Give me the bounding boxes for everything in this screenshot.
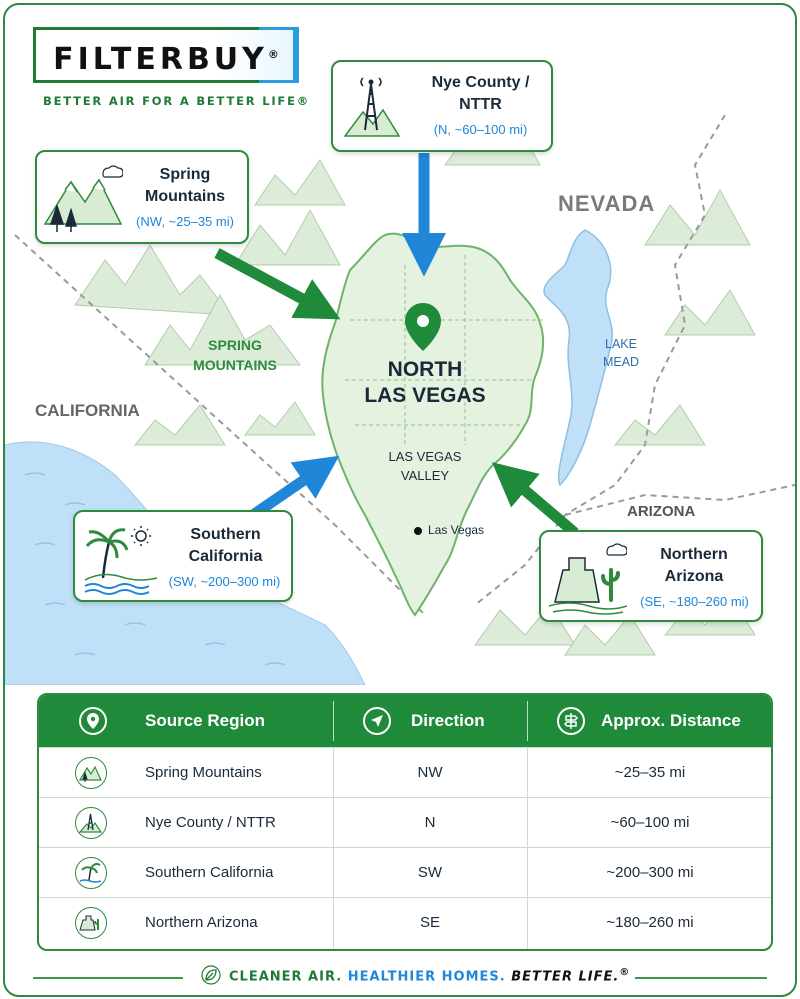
mountain-icon: [75, 757, 107, 789]
footer-reg: ®: [619, 967, 631, 978]
table-row: Spring Mountains NW ~25–35 mi: [39, 747, 771, 798]
row-distance: ~180–260 mi: [606, 914, 694, 931]
row-region: Southern California: [145, 864, 274, 881]
valley-region: [321, 232, 545, 617]
header-direction: Direction: [411, 711, 485, 730]
row-distance: ~200–300 mi: [606, 864, 694, 881]
row-direction: SW: [417, 864, 443, 881]
city-title-line2: LAS VEGAS: [364, 384, 486, 407]
palm-tree-icon: [75, 857, 107, 889]
row-direction: NW: [417, 764, 443, 781]
radio-tower-icon: [75, 807, 107, 839]
footer-slogan: CLEANER AIR. HEALTHIER HOMES. BETTER LIF…: [229, 967, 630, 984]
navigation-arrow-icon: [363, 707, 391, 735]
callout-spring-name-line1: Spring: [159, 166, 211, 183]
callout-arizona-name-line2: Arizona: [664, 568, 724, 585]
row-region: Nye County / NTTR: [145, 814, 276, 831]
callout-arizona-name-line1: Northern: [660, 546, 728, 563]
las-vegas-dot: [414, 527, 422, 535]
callout-nye-county: Nye County / NTTR (N, ~60–100 mi): [331, 60, 553, 152]
brand-registered: ®: [267, 48, 279, 61]
row-distance: ~60–100 mi: [610, 814, 690, 831]
row-direction: N: [424, 814, 436, 831]
arizona-label: ARIZONA: [627, 503, 696, 520]
nevada-label: NEVADA: [558, 191, 656, 216]
region-map: [5, 114, 795, 685]
callout-nye-name-line2: NTTR: [459, 96, 502, 113]
row-direction: SE: [419, 914, 440, 931]
arrow-northwest: [214, 248, 341, 320]
callout-northern-arizona: Northern Arizona (SE, ~180–260 mi): [539, 530, 763, 622]
city-title: NORTH LAS VEGAS: [345, 357, 505, 409]
city-title-line1: NORTH: [387, 358, 463, 381]
spring-mountains-label-line2: MOUNTAINS: [193, 357, 277, 373]
brand-tagline: BETTER AIR FOR A BETTER LIFE®: [43, 94, 311, 108]
brand-logo: FILTERBUY®: [33, 27, 299, 83]
lake-mead: [543, 229, 613, 487]
footer-part2: HEALTHIER HOMES.: [347, 969, 506, 985]
table-row: Nye County / NTTR N ~60–100 mi: [39, 797, 771, 848]
callout-socal-name-line2: California: [188, 548, 263, 565]
callout-nye-distance: (N, ~60–100 mi): [433, 122, 528, 137]
callout-spring-distance: (NW, ~25–35 mi): [136, 214, 234, 229]
table-row: Southern California SW ~200–300 mi: [39, 847, 771, 898]
arrow-southwest: [249, 455, 340, 520]
callout-socal-name-line1: Southern: [190, 526, 261, 543]
row-region: Northern Arizona: [145, 914, 258, 931]
mountain-tree-icon: [43, 165, 123, 232]
desert-mesa-icon: [75, 907, 107, 939]
spring-mountains-label-line1: SPRING: [208, 337, 262, 353]
lake-mead-label-line2: MEAD: [602, 355, 640, 369]
brand-name: FILTERBUY: [53, 42, 268, 77]
header-source-region: Source Region: [145, 711, 265, 730]
callout-spring-mountains: Spring Mountains (NW, ~25–35 mi): [35, 150, 249, 244]
row-region: Spring Mountains: [145, 764, 262, 781]
las-vegas-label: Las Vegas: [428, 523, 485, 537]
source-region-table: Source Region Direction Approx. Distance…: [37, 693, 773, 951]
arrow-southeast: [491, 462, 579, 538]
lake-mead-label-line1: LAKE: [605, 337, 637, 351]
callout-southern-california: Southern California (SW, ~200–300 mi): [73, 510, 293, 602]
palm-beach-icon: [84, 526, 158, 595]
table-header: Source Region Direction Approx. Distance: [39, 695, 771, 747]
header-approx-distance: Approx. Distance: [601, 711, 741, 730]
california-label: CALIFORNIA: [35, 401, 140, 420]
spring-mountains-label: SPRING MOUNTAINS: [175, 335, 295, 375]
row-distance: ~25–35 mi: [614, 764, 686, 781]
footer-part3: BETTER LIFE.: [511, 969, 620, 985]
callout-arizona-distance: (SE, ~180–260 mi): [640, 594, 749, 609]
lake-mead-label: LAKE MEAD: [591, 335, 651, 371]
desert-mesa-icon: [548, 543, 627, 615]
location-pin-icon: [405, 303, 441, 351]
radio-tower-icon: [343, 77, 401, 137]
mountain-texture: [74, 119, 756, 656]
infographic-frame: FILTERBUY® BETTER AIR FOR A BETTER LIFE®…: [3, 3, 797, 997]
leaf-icon: [201, 965, 221, 985]
callout-socal-distance: (SW, ~200–300 mi): [168, 574, 281, 589]
signpost-icon: [557, 707, 585, 735]
callout-spring-name-line2: Mountains: [145, 188, 225, 205]
valley-label: LAS VEGAS VALLEY: [365, 447, 485, 485]
table-row: Northern Arizona SE ~180–260 mi: [39, 897, 771, 948]
footer-part1: CLEANER AIR.: [229, 969, 343, 985]
callout-nye-name-line1: Nye County /: [431, 74, 530, 91]
valley-label-line1: LAS VEGAS: [388, 449, 462, 464]
location-pin-icon: [79, 707, 107, 735]
valley-label-line2: VALLEY: [400, 468, 450, 483]
